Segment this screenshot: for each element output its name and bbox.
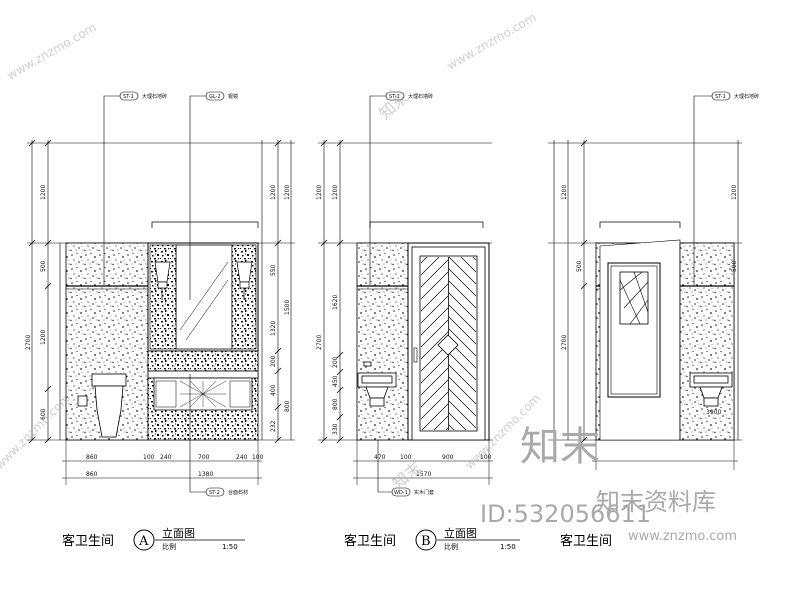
view-title-c: 客卫生间	[560, 533, 612, 549]
dim-a-right-7: 1200	[284, 185, 291, 200]
svg-text:B: B	[421, 534, 431, 549]
svg-text:大理石地砖: 大理石地砖	[142, 93, 167, 100]
toilet	[77, 373, 127, 438]
svg-text:客卫生间: 客卫生间	[62, 533, 114, 549]
dim-a-right-4: 200	[270, 355, 277, 367]
dim-b-left-2: 1620	[332, 295, 339, 310]
dim-a-left-2: 500	[40, 260, 47, 272]
dim-a-bottom-5: 240	[236, 454, 248, 461]
dim-b-left-4: 450	[332, 375, 339, 387]
tag-a-st1: ST-1 大理石地砖	[119, 91, 167, 101]
dim-a-right-3: 1320	[270, 321, 277, 336]
dim-a-right-9: 800	[284, 400, 291, 412]
wash-basin-c	[689, 372, 733, 407]
svg-text:客卫生间: 客卫生间	[344, 533, 396, 549]
wash-basin-b	[357, 361, 397, 407]
dim-b-bottom-5: 1570	[416, 471, 431, 478]
brand-id: ID:532056611	[480, 500, 651, 528]
elevation-a: 1200 500 1200 600 2700	[25, 91, 295, 551]
dim-a-left-5: 2700	[25, 335, 32, 350]
view-title-a: 客卫生间 A 立面图 比例 1:50	[62, 526, 245, 551]
brand-logo-large: 知末	[520, 424, 600, 470]
dim-b-left-8: 2700	[316, 335, 323, 350]
svg-text:ST-1: ST-1	[715, 94, 726, 100]
dim-a-bottom-2: 100	[143, 454, 155, 461]
watermark-url-4: www.znzmo.com	[0, 391, 73, 472]
door-glass-panel	[619, 271, 649, 325]
svg-text:台面石材: 台面石材	[228, 489, 248, 496]
wall-lamp-left	[154, 261, 171, 300]
dim-c-bottom-1: 3900	[706, 409, 721, 416]
svg-text:实木门套: 实木门套	[414, 489, 434, 496]
countertop	[147, 370, 259, 379]
brand-name: 知末资料库	[596, 488, 716, 516]
tag-a-gl2: GL-2 银镜	[205, 91, 238, 101]
svg-text:1:50: 1:50	[222, 543, 238, 551]
svg-text:客卫生间: 客卫生间	[560, 533, 612, 549]
dim-a-bottom-1: 860	[86, 454, 98, 461]
svg-text:WD-1: WD-1	[394, 490, 408, 496]
dim-c-left-1: 1200	[561, 185, 568, 200]
watermark-url-1: www.znzmo.com	[5, 20, 99, 82]
svg-text:ST-1: ST-1	[123, 94, 134, 100]
dim-a-bottom-4: 700	[198, 454, 210, 461]
svg-text:ST-1: ST-1	[389, 94, 400, 100]
svg-text:1:50: 1:50	[500, 543, 516, 551]
tag-a-st2: ST-2 台面石材	[205, 487, 248, 497]
door-handle	[413, 347, 418, 363]
dim-c-left-2: 500	[576, 260, 583, 272]
dim-b-left-5: 800	[332, 398, 339, 410]
dim-c-right-1: 1200	[731, 185, 738, 200]
brand-url: www.znzmo.com	[628, 529, 737, 544]
tag-b-st1: ST-1 大理石墙砖	[385, 91, 433, 101]
dim-a-bottom-7: 860	[86, 471, 98, 478]
svg-text:立面图: 立面图	[444, 526, 477, 540]
watermark-logo-2: 知末	[388, 458, 425, 493]
svg-text:A: A	[138, 534, 149, 549]
dim-a-left-1: 1200	[40, 185, 47, 200]
tag-c-st1: ST-1 大理石地砖	[711, 91, 759, 101]
elevation-c: 1200 500 2700 1200 500	[548, 91, 759, 549]
svg-text:GL-2: GL-2	[209, 94, 221, 100]
dim-b-left-7: 1200	[316, 185, 323, 200]
dim-a-left-4: 600	[40, 408, 47, 420]
dim-a-right-8: 1500	[284, 300, 291, 315]
dim-a-left-3: 1200	[40, 330, 47, 345]
dim-b-bottom-1: 470	[374, 454, 386, 461]
wall-lamp-right	[236, 261, 253, 300]
dim-a-right-2: 550	[270, 264, 277, 276]
svg-text:立面图: 立面图	[162, 526, 195, 540]
dim-b-bottom-2: 100	[400, 454, 412, 461]
watermark-logo-1: 知末	[375, 88, 412, 123]
view-title-b: 客卫生间 B 立面图 比例 1:50	[344, 526, 520, 551]
dim-c-left-3: 2700	[561, 335, 568, 350]
dim-a-bottom-8: 1380	[198, 471, 213, 478]
dim-a-right-6: 232	[270, 420, 277, 432]
watermark-url-2: www.znzmo.com	[445, 10, 539, 72]
svg-text:比例: 比例	[162, 542, 176, 551]
dim-a-bottom-3: 240	[160, 454, 172, 461]
svg-text:比例: 比例	[444, 542, 458, 551]
tag-b-wd1: WD-1 实木门套	[391, 487, 434, 497]
svg-text:ST-2: ST-2	[209, 490, 220, 496]
dim-b-bottom-4: 100	[480, 454, 492, 461]
svg-text:银镜: 银镜	[228, 93, 238, 100]
dim-b-left-6: 330	[332, 423, 339, 435]
elevation-b: 1200 1620 200 450 800 330 1200 2700	[316, 91, 520, 551]
dim-a-right-1: 1200	[270, 185, 277, 200]
dim-a-bottom-6: 100	[252, 454, 264, 461]
svg-text:大理石地砖: 大理石地砖	[734, 93, 759, 100]
dim-b-left-1: 1200	[332, 185, 339, 200]
watermark-brand: 知末 知末资料库 ID:532056611 www.znzmo.com	[480, 424, 737, 544]
dim-c-right-2: 500	[731, 260, 738, 272]
dim-b-bottom-3: 900	[442, 454, 454, 461]
dim-b-left-3: 200	[332, 356, 339, 368]
dim-a-right-5: 400	[270, 384, 277, 396]
svg-text:大理石墙砖: 大理石墙砖	[408, 93, 433, 100]
